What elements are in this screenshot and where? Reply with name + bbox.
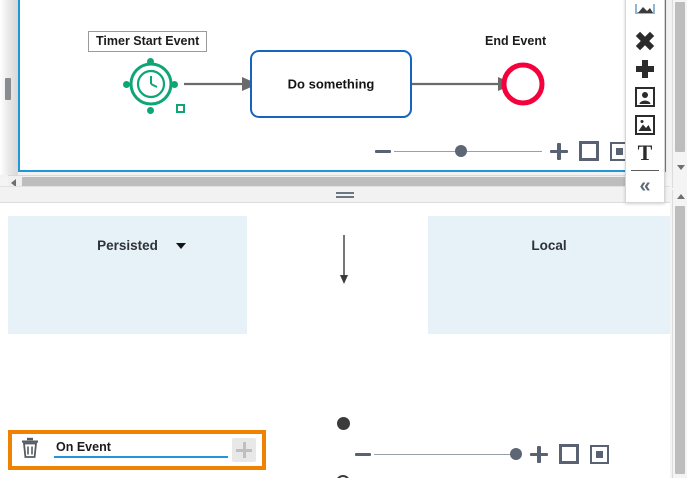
image-partial-icon-svg [635, 4, 655, 14]
region-local-title: Local [531, 238, 567, 253]
state-transition-svg [340, 235, 348, 284]
bottom-scroll-up-arrow[interactable] [677, 194, 685, 199]
zoom-out-button[interactable] [372, 140, 394, 162]
delete-event-button[interactable] [20, 437, 40, 463]
state-machine-canvas[interactable]: Persisted Local [0, 203, 670, 478]
end-event-label: End Event [485, 34, 547, 48]
bottom-fit-to-screen-icon[interactable] [559, 444, 579, 464]
text-icon-glyph: T [637, 140, 653, 165]
asterisk-cross-icon-svg [635, 31, 655, 51]
event-name-field-wrap [54, 438, 228, 462]
selection-resize-square[interactable] [176, 104, 185, 113]
person-portrait-icon[interactable] [629, 83, 661, 111]
shape-palette: T « [625, 0, 665, 203]
service-task-label: Do something [287, 76, 375, 92]
scroll-down-arrow[interactable] [677, 165, 685, 170]
top-vscroll-thumb[interactable] [675, 2, 685, 152]
palette-collapse-button[interactable]: « [629, 172, 661, 200]
person-portrait-icon-svg [635, 87, 655, 107]
selection-handle-left[interactable] [123, 81, 130, 88]
image-partial-icon[interactable] [629, 0, 661, 27]
text-icon[interactable]: T [629, 139, 661, 167]
bottom-zoom-toolbar [352, 443, 609, 465]
initial-state-node[interactable] [337, 417, 350, 430]
bottom-zoom-slider-track[interactable] [374, 444, 522, 464]
top-zoom-toolbar [372, 140, 629, 162]
bpmn-canvas[interactable]: Timer Start Event Do something End Event [20, 0, 664, 170]
top-vertical-scrollbar[interactable] [672, 0, 687, 188]
region-persisted[interactable]: Persisted [8, 216, 247, 334]
trash-icon-svg [22, 437, 38, 458]
region-persisted-title: Persisted [97, 238, 158, 253]
timer-start-event-label[interactable]: Timer Start Event [88, 31, 208, 52]
end-event-node[interactable] [501, 62, 545, 106]
scroll-left-arrow[interactable] [11, 179, 16, 187]
timer-start-event-node[interactable] [129, 62, 173, 106]
selection-handle-right[interactable] [171, 81, 178, 88]
left-vertical-splitter[interactable] [0, 0, 18, 175]
picture-icon-svg [635, 115, 655, 135]
event-name-input[interactable] [54, 440, 228, 458]
zoom-slider-knob[interactable] [455, 145, 467, 157]
bottom-vertical-scrollbar[interactable] [672, 190, 687, 478]
asterisk-cross-icon[interactable] [629, 27, 661, 55]
splitter-grip[interactable] [336, 192, 354, 198]
event-editor-bar [8, 430, 266, 470]
selection-handle-top[interactable] [147, 58, 154, 65]
bottom-vscroll-thumb[interactable] [675, 206, 685, 474]
service-task-node[interactable]: Do something [250, 50, 412, 118]
bottom-actual-size-icon[interactable] [590, 444, 609, 464]
zoom-in-button[interactable] [548, 140, 570, 162]
selection-handle-bottom[interactable] [147, 107, 154, 114]
plus-cross-icon-svg [636, 60, 654, 78]
fit-to-screen-icon[interactable] [579, 141, 599, 161]
state-transition-arrowhead [340, 275, 348, 284]
zoom-slider-track[interactable] [394, 141, 542, 161]
palette-divider [631, 170, 659, 171]
picture-icon[interactable] [629, 111, 661, 139]
top-editor-pane: Timer Start Event Do something End Event [0, 0, 687, 191]
bottom-zoom-out-button[interactable] [352, 443, 374, 465]
collapse-chevron-icon: « [639, 175, 651, 197]
bpmn-canvas-frame: Timer Start Event Do something End Event [18, 0, 666, 172]
region-persisted-dropdown-caret[interactable] [176, 243, 186, 249]
left-splitter-grip[interactable] [5, 78, 11, 100]
plus-cross-icon[interactable] [629, 55, 661, 83]
bottom-zoom-slider-knob[interactable] [510, 448, 522, 460]
add-event-button[interactable] [232, 438, 256, 462]
region-local[interactable]: Local [428, 216, 670, 334]
bottom-zoom-in-button[interactable] [528, 443, 550, 465]
